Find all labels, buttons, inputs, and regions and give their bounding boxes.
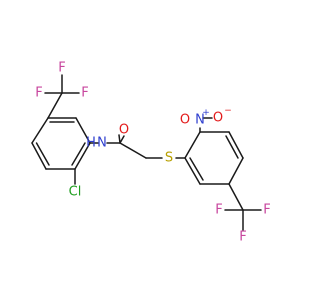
molecule-structure: F F F O N H Cl S N + O O − F F F bbox=[31, 61, 271, 245]
f-left-left: F bbox=[35, 86, 42, 101]
nitro-oxygen-right: O bbox=[213, 111, 223, 126]
f-left-top: F bbox=[58, 61, 65, 76]
nitro-positive-charge: + bbox=[202, 108, 210, 118]
nitro-nitrogen: N bbox=[195, 113, 205, 128]
chlorine-atom: Cl bbox=[69, 185, 82, 200]
sulfur-atom: S bbox=[165, 151, 173, 166]
right-cf3-group bbox=[224, 183, 262, 231]
right-benzene-ring bbox=[184, 131, 244, 185]
left-cf3-group bbox=[44, 74, 80, 119]
nitro-oxygen-left: O bbox=[180, 113, 190, 128]
nitro-group bbox=[199, 117, 213, 133]
left-benzene-ring bbox=[31, 117, 91, 170]
f-right-right: F bbox=[263, 203, 270, 218]
molecule-svg: F F F O N H Cl S N + O O − F F F bbox=[31, 61, 271, 245]
amide-nitrogen: N bbox=[97, 136, 107, 151]
amide-linker bbox=[89, 134, 163, 159]
f-right-bottom: F bbox=[239, 230, 246, 245]
carbonyl-oxygen: O bbox=[119, 123, 129, 138]
nitro-negative-charge: − bbox=[224, 106, 232, 116]
f-left-right: F bbox=[81, 86, 88, 101]
f-right-left: F bbox=[215, 203, 222, 218]
amide-hydrogen: H bbox=[86, 136, 96, 151]
